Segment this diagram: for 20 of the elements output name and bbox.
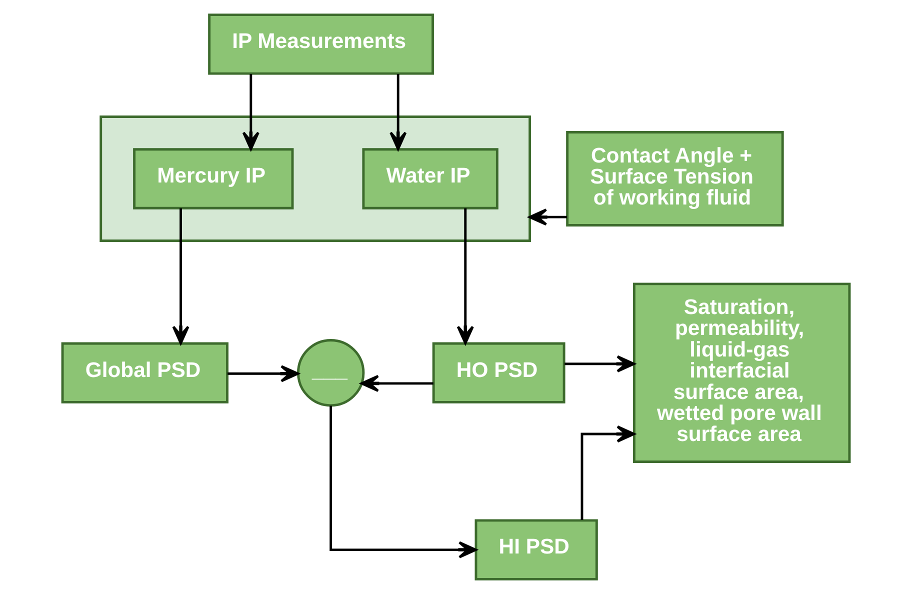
arrow [390, 74, 407, 150]
node-box: Mercury IP [133, 148, 294, 210]
node-box: Global PSD [61, 342, 228, 404]
arrow [580, 425, 636, 520]
node-box: Contact Angle + Surface Tension of working fluid [566, 131, 784, 226]
node-box: HI PSD [474, 519, 598, 580]
arrow [360, 374, 434, 392]
arrow [242, 74, 260, 150]
node-box: Water IP [362, 148, 498, 210]
arrow [228, 365, 300, 382]
arrow [330, 406, 477, 558]
arrow [172, 208, 190, 344]
node-box: IP Measurements [208, 14, 434, 75]
arrow [528, 208, 567, 226]
node-circle: ___ [296, 339, 365, 407]
node-box: HO PSD [432, 342, 566, 404]
node-box: Saturation, permeability, liquid-gas interfacial surface area, wetted pore wall surface area [632, 282, 851, 463]
arrow [564, 355, 636, 372]
cluster [100, 116, 532, 242]
arrow [456, 208, 474, 344]
